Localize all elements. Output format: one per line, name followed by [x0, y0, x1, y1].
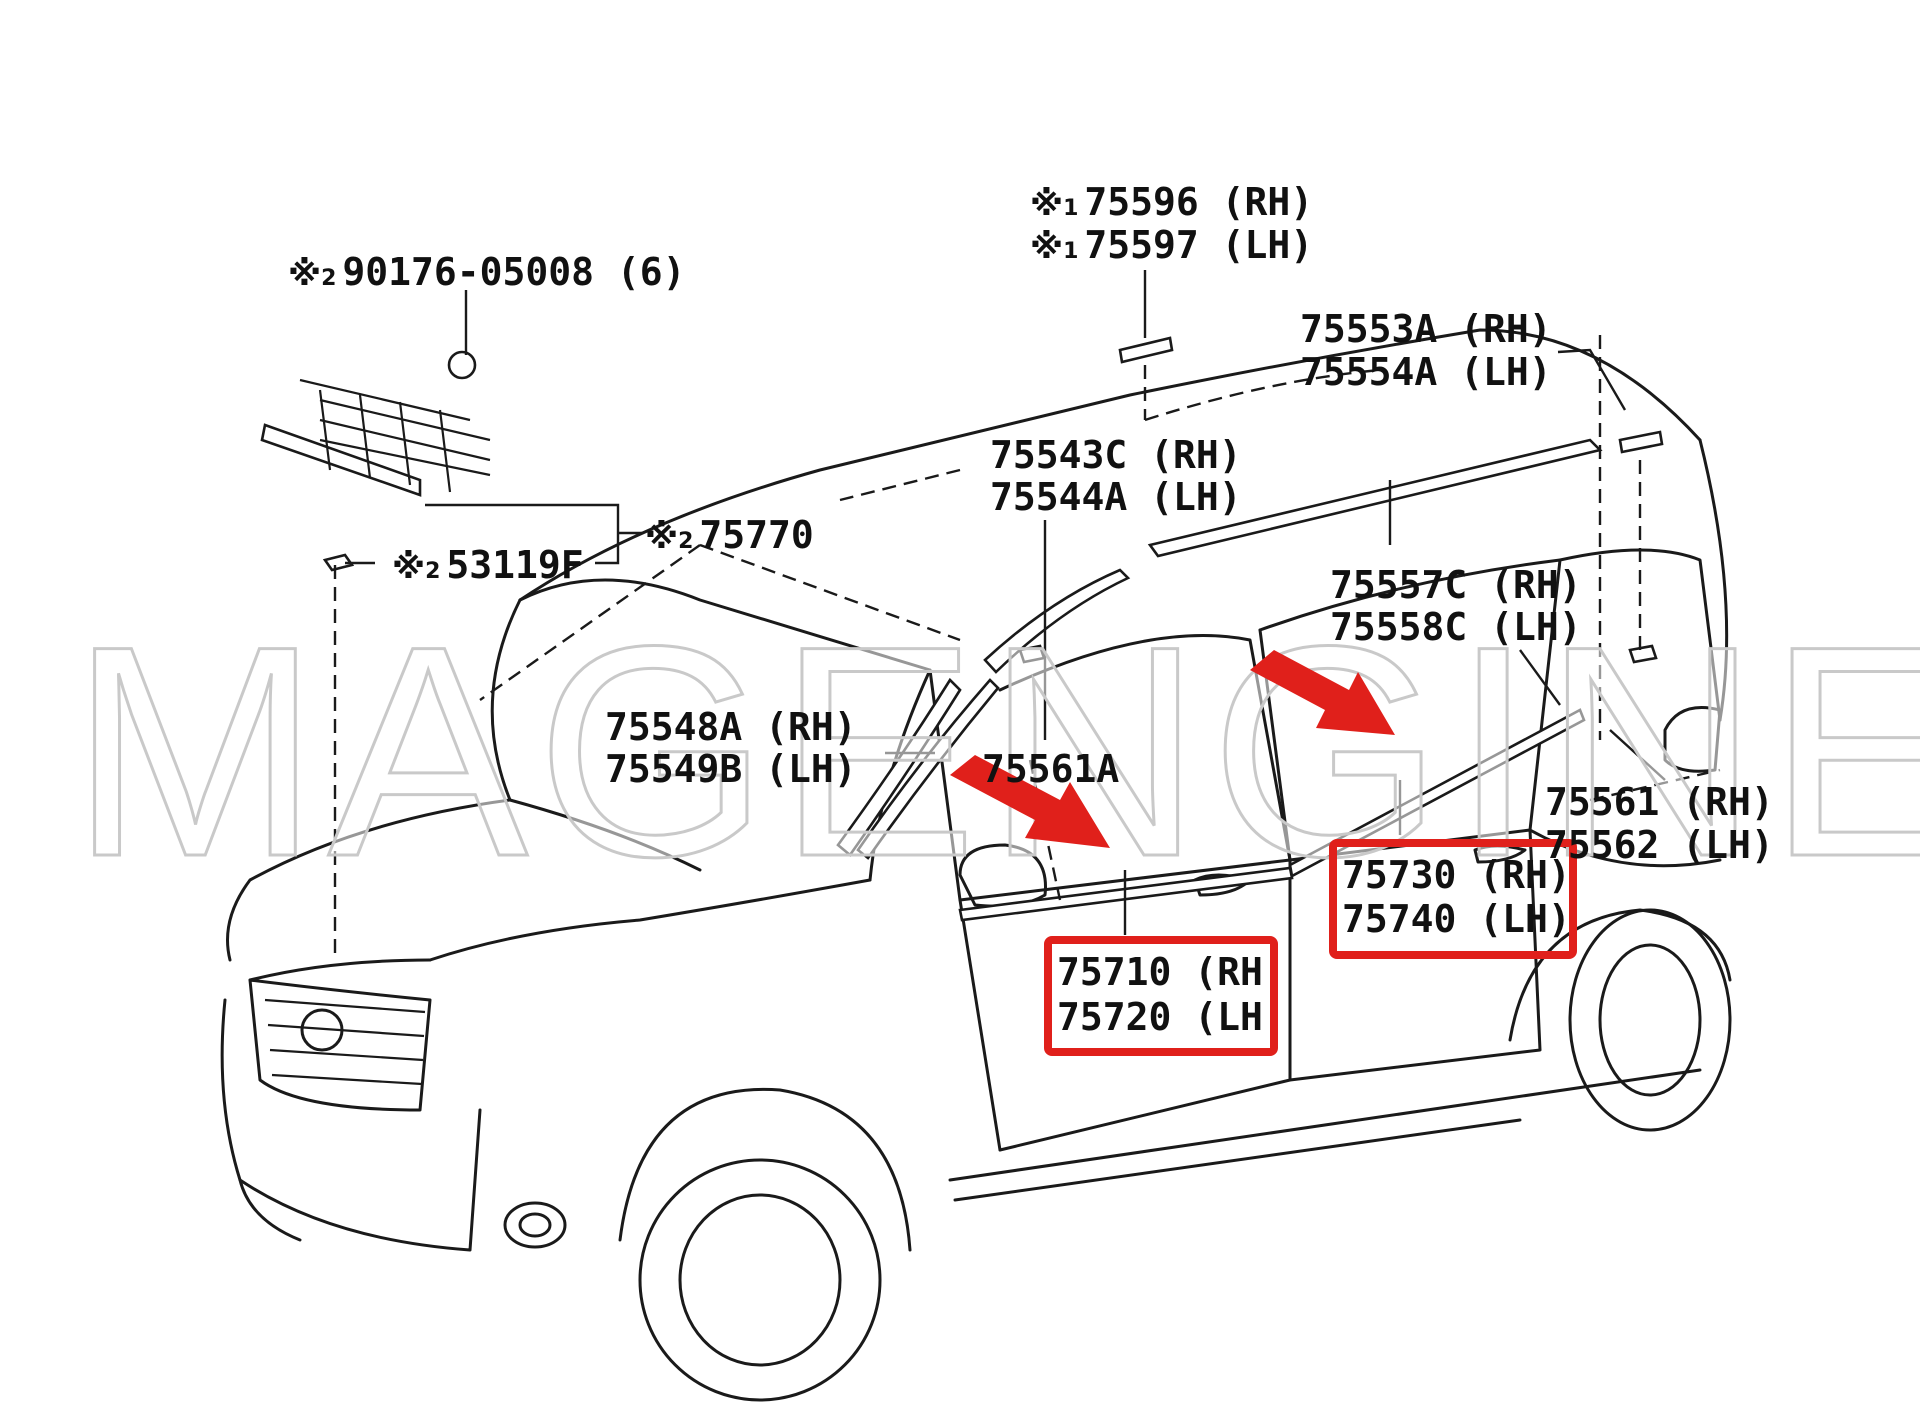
solid-leader-lines — [345, 270, 1666, 935]
label-75730: 75730 (RH) — [1342, 853, 1571, 897]
label-75558c: 75558C (LH) — [1330, 605, 1582, 649]
vehicle-outline — [220, 328, 1732, 1402]
dashed-leader-lines — [333, 335, 1721, 960]
label-75557c: 75557C (RH) — [1330, 563, 1582, 607]
highlight-box-rear-door — [1329, 839, 1577, 959]
label-75544a: 75544A (LH) — [990, 475, 1242, 519]
arrow-front-belt-molding — [950, 755, 1110, 848]
label-75562: 75562 (LH) — [1545, 823, 1774, 867]
label-75710: 75710 (RH — [1057, 950, 1263, 994]
label-75720: 75720 (LH — [1057, 995, 1263, 1039]
label-75554a: 75554A (LH) — [1300, 350, 1552, 394]
watermark-text: MAGENGINES — [70, 583, 1920, 919]
label-75561: 75561 (RH) — [1545, 780, 1774, 824]
label-75561a: 75561A — [982, 747, 1119, 791]
label-75548a: 75548A (RH) — [605, 705, 857, 749]
label-75543c: 75543C (RH) — [990, 433, 1242, 477]
label-75740: 75740 (LH) — [1342, 897, 1571, 941]
arrow-rear-belt-molding — [1250, 650, 1395, 735]
highlight-box-front-door — [1044, 936, 1278, 1056]
label-75553a: 75553A (RH) — [1300, 307, 1552, 351]
highlight-arrows — [950, 650, 1395, 848]
label-75549b: 75549B (LH) — [605, 747, 857, 791]
